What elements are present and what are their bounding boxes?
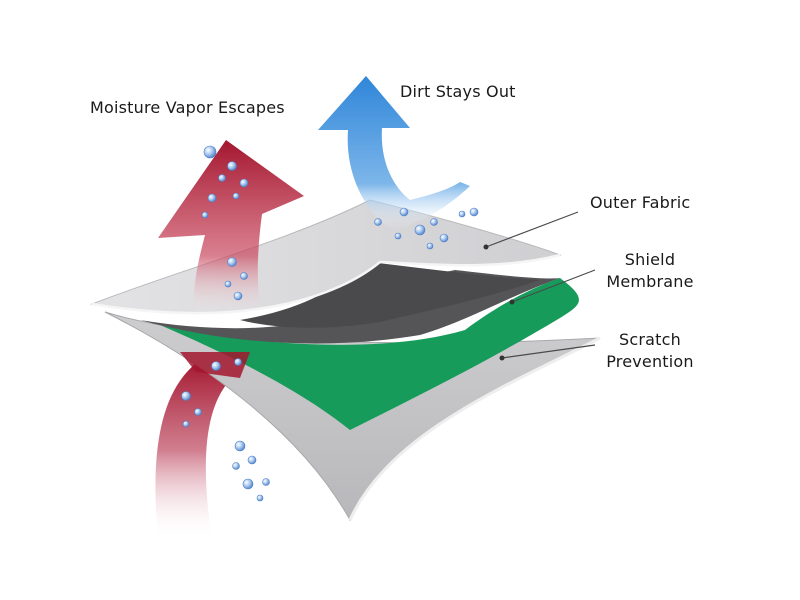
droplet — [234, 358, 242, 366]
leader-dot-scratch — [499, 355, 505, 361]
droplet — [240, 272, 248, 280]
droplet — [426, 242, 434, 250]
droplet — [458, 210, 466, 218]
droplet — [262, 478, 270, 486]
droplet — [211, 361, 221, 371]
outer-fabric-label: Outer Fabric — [590, 193, 691, 212]
shield-membrane-label: Shield Membrane — [600, 249, 700, 293]
droplet — [247, 455, 257, 465]
scratch-prevention-edge — [348, 336, 601, 521]
leader-line-scratch — [501, 344, 596, 359]
droplet — [201, 211, 209, 219]
droplet — [232, 462, 240, 470]
droplet — [399, 207, 409, 217]
shield-membrane-label-line2: Membrane — [606, 272, 694, 291]
droplet — [234, 440, 246, 452]
droplet — [233, 291, 243, 301]
droplet — [239, 178, 249, 188]
droplet — [232, 192, 240, 200]
droplet — [394, 232, 402, 240]
scratch-prevention-label: Scratch Prevention — [600, 329, 700, 373]
moisture-arrow-lower — [155, 360, 232, 540]
droplet — [439, 233, 449, 243]
leader-dot-shield — [509, 299, 515, 305]
dirt-stays-out-label: Dirt Stays Out — [400, 82, 516, 101]
droplet — [430, 218, 438, 226]
droplet — [227, 257, 237, 267]
leader-dot-outer-fabric — [483, 244, 489, 250]
droplet — [182, 420, 190, 428]
scratch-prevention-label-line1: Scratch — [619, 330, 681, 349]
dirt-arrow — [318, 76, 470, 230]
shield-membrane-layer — [160, 278, 579, 430]
water-droplets — [181, 145, 479, 502]
droplet — [227, 161, 237, 171]
scratch-prevention-label-line2: Prevention — [606, 352, 694, 371]
moisture-vapor-label: Moisture Vapor Escapes — [90, 98, 285, 117]
droplet — [224, 280, 232, 288]
droplet — [374, 218, 382, 226]
moisture-arrow-upper — [158, 140, 304, 318]
droplet — [469, 207, 479, 217]
leader-line-outer-fabric — [485, 211, 579, 248]
shield-membrane-label-line1: Shield — [624, 250, 676, 269]
leader-line-shield — [511, 269, 596, 303]
droplet — [207, 193, 217, 203]
droplet — [242, 478, 254, 490]
droplet — [181, 391, 191, 401]
droplet — [256, 494, 264, 502]
droplet — [203, 145, 217, 159]
droplet — [414, 224, 426, 236]
leader-lines — [483, 211, 596, 361]
droplet — [194, 408, 202, 416]
shadow-layer-top — [240, 262, 540, 328]
droplet — [218, 174, 226, 182]
